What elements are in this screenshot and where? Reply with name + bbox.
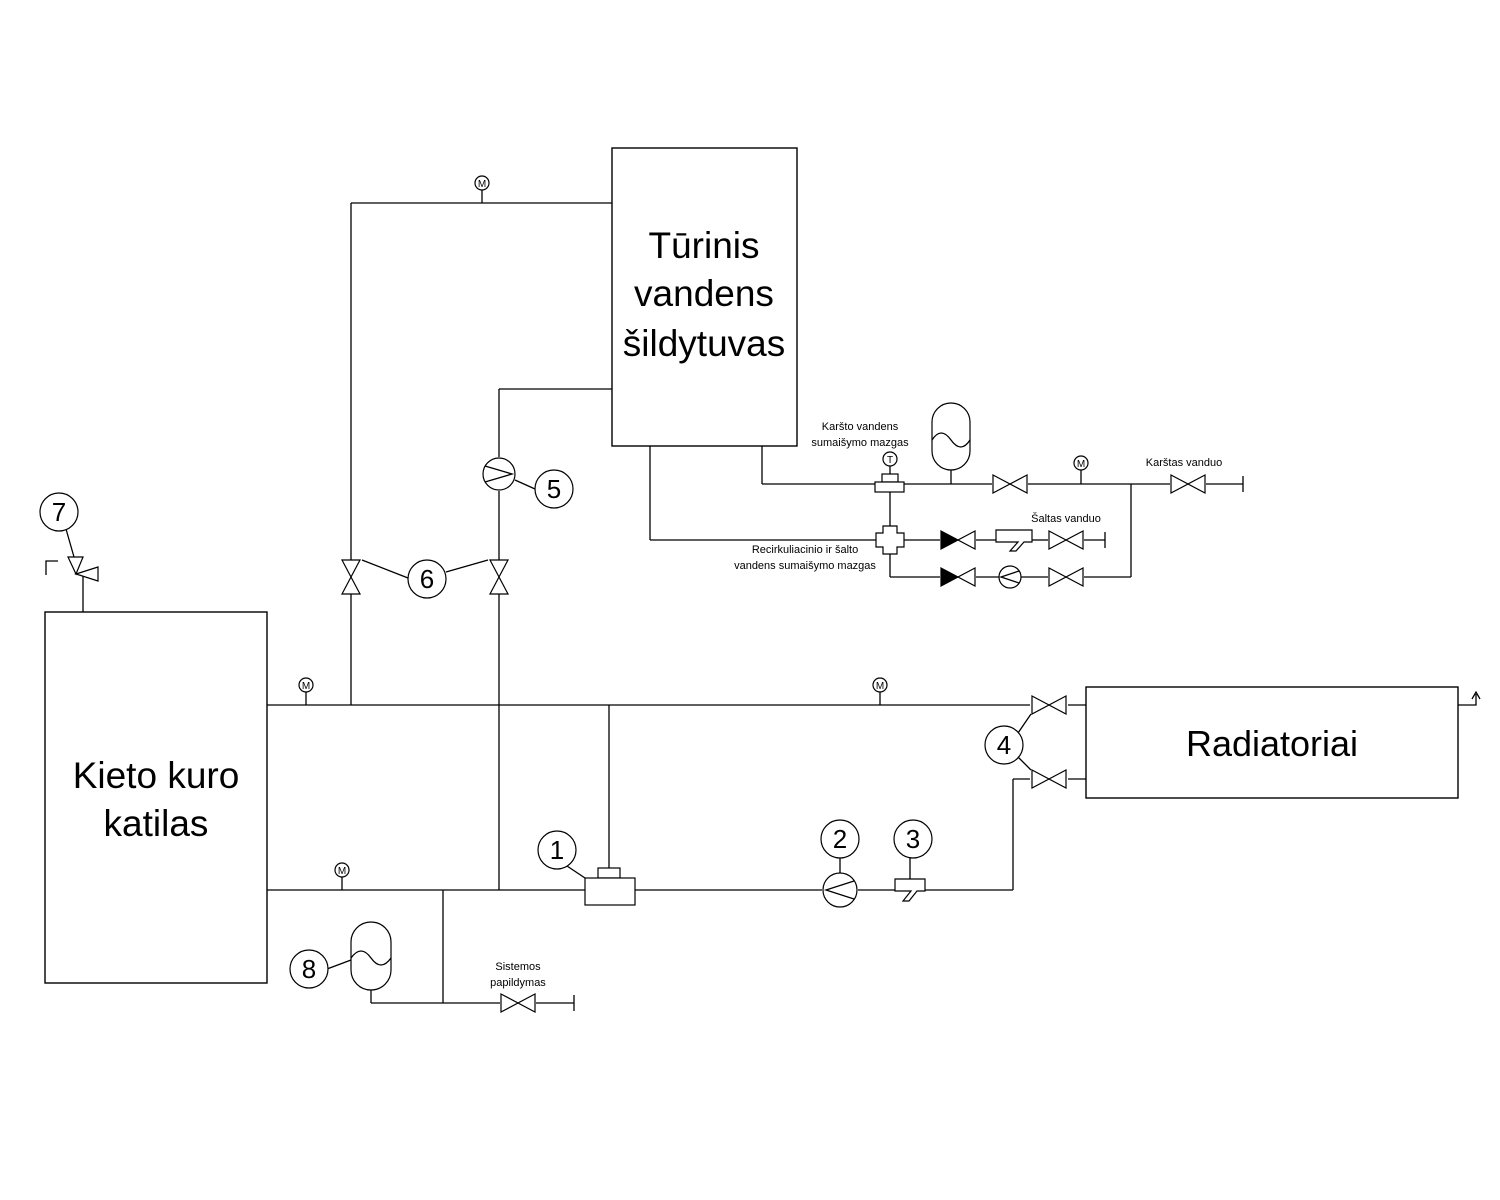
svg-text:8: 8 (302, 954, 316, 984)
dhw-expansion-vessel (931, 402, 971, 471)
callout-7: 7 (39, 492, 79, 558)
callout-5: 5 (514, 469, 574, 509)
mixing-valve-1 (584, 867, 636, 906)
svg-text:M: M (876, 681, 884, 692)
hot-mix-label-line2: sumaišymo mazgas (811, 437, 909, 449)
cold-check-valve (940, 530, 976, 550)
boiler-box (44, 611, 268, 984)
gauge-supply-2: M (872, 677, 888, 705)
hot-water-outlet-valve (1170, 474, 1206, 494)
callout-4: 4 (984, 713, 1032, 771)
gauge-return: M (334, 862, 350, 890)
recirc-label-line2: vandens sumaišymo mazgas (734, 560, 876, 572)
expansion-vessel (350, 921, 392, 991)
callout-6: 6 (361, 559, 489, 599)
callout-1: 1 (537, 830, 586, 879)
cold-strainer-icon (995, 529, 1033, 552)
boiler-label-line1: Kieto kuro (73, 755, 240, 796)
svg-text:3: 3 (906, 824, 920, 854)
tank-return-valve (489, 559, 509, 595)
radiators-label: Radiatoriai (1186, 723, 1358, 764)
radiator-supply-valve (1031, 695, 1067, 715)
safety-valve-icon (45, 556, 99, 582)
svg-text:6: 6 (420, 564, 434, 594)
strainer-icon (894, 878, 926, 902)
cold-water-label: Šaltas vanduo (1031, 512, 1101, 525)
refill-label-line1: Sistemos (495, 961, 541, 973)
boiler-label-line2: katilas (104, 803, 209, 844)
tank-pump-icon (482, 457, 516, 491)
recirc-check-valve (940, 567, 976, 587)
callout-3: 3 (893, 819, 933, 879)
radiator-return-valve (1031, 769, 1067, 789)
tank-label-line3: šildytuvas (623, 323, 785, 364)
pipework (82, 202, 1244, 1011)
tank-label-line2: vandens (634, 273, 774, 314)
tank-supply-valve (341, 559, 361, 595)
recirc-label-line1: Recirkuliacinio ir šalto (752, 544, 858, 556)
hot-water-label: Karštas vanduo (1146, 457, 1222, 469)
svg-text:7: 7 (52, 497, 66, 527)
hot-water-mixing-valve (874, 473, 905, 493)
svg-text:T: T (887, 455, 893, 466)
refill-valve (500, 993, 536, 1013)
cold-water-valve (1048, 530, 1084, 550)
recirc-pump-icon (998, 565, 1022, 589)
callout-8: 8 (289, 949, 352, 989)
svg-text:M: M (302, 681, 310, 692)
air-vent-icon (1458, 690, 1481, 706)
callout-2: 2 (820, 819, 860, 873)
water-heater-tank (611, 147, 798, 447)
hot-mix-label-line1: Karšto vandens (822, 421, 899, 433)
svg-text:M: M (338, 866, 346, 877)
svg-text:5: 5 (547, 474, 561, 504)
tank-label-line1: Tūrinis (648, 225, 759, 266)
svg-text:1: 1 (550, 835, 564, 865)
heating-pump-icon (822, 872, 858, 908)
svg-text:M: M (478, 179, 486, 190)
recirc-valve (1048, 567, 1084, 587)
dhw-valve (992, 474, 1028, 494)
recirc-mixing-valve (875, 525, 905, 555)
gauge-dhw: M (1073, 455, 1089, 484)
refill-label-line2: papildymas (490, 977, 546, 989)
svg-text:2: 2 (833, 824, 847, 854)
gauge-tank-supply: M (474, 175, 490, 203)
gauge-supply-1: M (298, 677, 314, 705)
svg-text:4: 4 (997, 730, 1011, 760)
radiators-box (1085, 686, 1459, 799)
thermometer-dhw: T (882, 451, 898, 474)
svg-text:M: M (1077, 459, 1085, 470)
